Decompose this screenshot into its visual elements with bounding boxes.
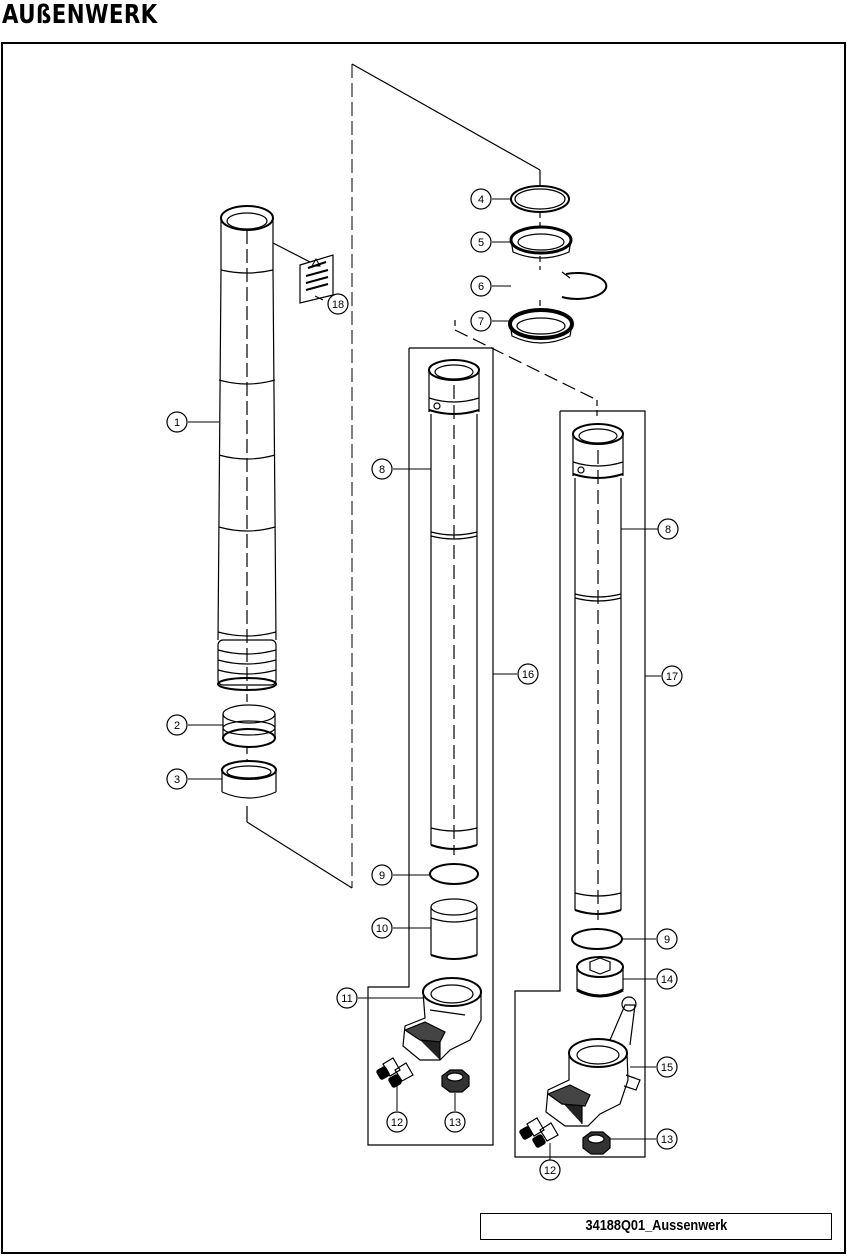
oring-part (510, 185, 570, 213)
callout-3: 3 (166, 768, 188, 790)
drawing-frame (1, 42, 846, 1254)
callout-1: 1 (166, 411, 188, 433)
inner-tube-right-part (572, 423, 624, 920)
axle-clamp-left-part (402, 977, 482, 1061)
callout-12-right: 12 (539, 1159, 561, 1181)
svg-text:17: 17 (666, 671, 678, 683)
bearing-bushing-part (221, 760, 277, 799)
svg-text:1: 1 (174, 417, 180, 429)
svg-text:13: 13 (661, 1134, 673, 1146)
callout-15: 15 (656, 1056, 678, 1078)
screws-right-part (519, 1117, 559, 1148)
callout-9-left: 9 (371, 864, 393, 886)
svg-text:4: 4 (478, 194, 484, 206)
svg-text:13: 13 (449, 1117, 461, 1129)
callout-18: 18 (327, 293, 349, 315)
svg-text:8: 8 (379, 464, 385, 476)
assembly-bracket-16 (367, 347, 494, 1146)
cartridge-part (430, 898, 478, 960)
dust-seal-part (509, 225, 573, 259)
svg-text:3: 3 (174, 774, 180, 786)
svg-text:8: 8 (665, 524, 671, 536)
callout-9-right: 9 (656, 928, 678, 950)
svg-text:9: 9 (379, 870, 385, 882)
oil-seal-part (508, 308, 574, 344)
callout-5: 5 (470, 231, 492, 253)
svg-text:7: 7 (478, 316, 484, 328)
oring-right-part (571, 928, 623, 950)
svg-text:6: 6 (478, 281, 484, 293)
drawing-reference-text: 34188Q01_Aussenwerk (585, 1217, 727, 1234)
callout-4: 4 (470, 188, 492, 210)
outer-tube-part (217, 205, 277, 691)
drawing-reference: 34188Q01_Aussenwerk (480, 1213, 832, 1240)
cylinder-cap-part (576, 956, 624, 998)
inner-tube-left-part (428, 359, 480, 855)
screws-left-part (376, 1057, 414, 1088)
callout-14: 14 (656, 968, 678, 990)
nut-right-part (582, 1131, 611, 1155)
callout-13-right: 13 (656, 1128, 678, 1150)
page-title: AUßENWERK (2, 0, 158, 30)
callouts: 1 2 3 4 5 6 7 8 8 9 9 10 11 12 12 13 13 … (166, 188, 683, 1181)
callout-16: 16 (517, 663, 539, 685)
lock-ring-part (561, 271, 608, 300)
leader-lines (188, 198, 661, 1160)
assembly-bracket-17 (514, 410, 646, 1158)
callout-11: 11 (336, 987, 358, 1009)
callout-7: 7 (470, 310, 492, 332)
svg-text:12: 12 (391, 1117, 403, 1129)
svg-text:11: 11 (341, 993, 352, 1005)
oring-left-part (429, 863, 479, 885)
svg-text:16: 16 (522, 669, 534, 681)
svg-text:2: 2 (174, 720, 180, 732)
svg-text:18: 18 (332, 299, 344, 311)
axle-clamp-right-part (545, 996, 641, 1127)
callout-8-left: 8 (371, 458, 393, 480)
svg-text:15: 15 (661, 1062, 673, 1074)
callout-13-left: 13 (444, 1111, 466, 1133)
callout-10: 10 (371, 917, 393, 939)
callout-12-left: 12 (386, 1111, 408, 1133)
svg-text:5: 5 (478, 237, 484, 249)
warning-sticker-part (299, 254, 334, 304)
callout-6: 6 (470, 275, 492, 297)
svg-text:14: 14 (661, 974, 673, 986)
callout-8-right: 8 (657, 518, 679, 540)
svg-text:9: 9 (664, 934, 670, 946)
nut-left-part (441, 1069, 470, 1093)
callout-17: 17 (661, 665, 683, 687)
callout-2: 2 (166, 714, 188, 736)
guide-bushing-part (222, 704, 276, 748)
svg-text:12: 12 (544, 1165, 556, 1177)
svg-text:10: 10 (376, 923, 388, 935)
